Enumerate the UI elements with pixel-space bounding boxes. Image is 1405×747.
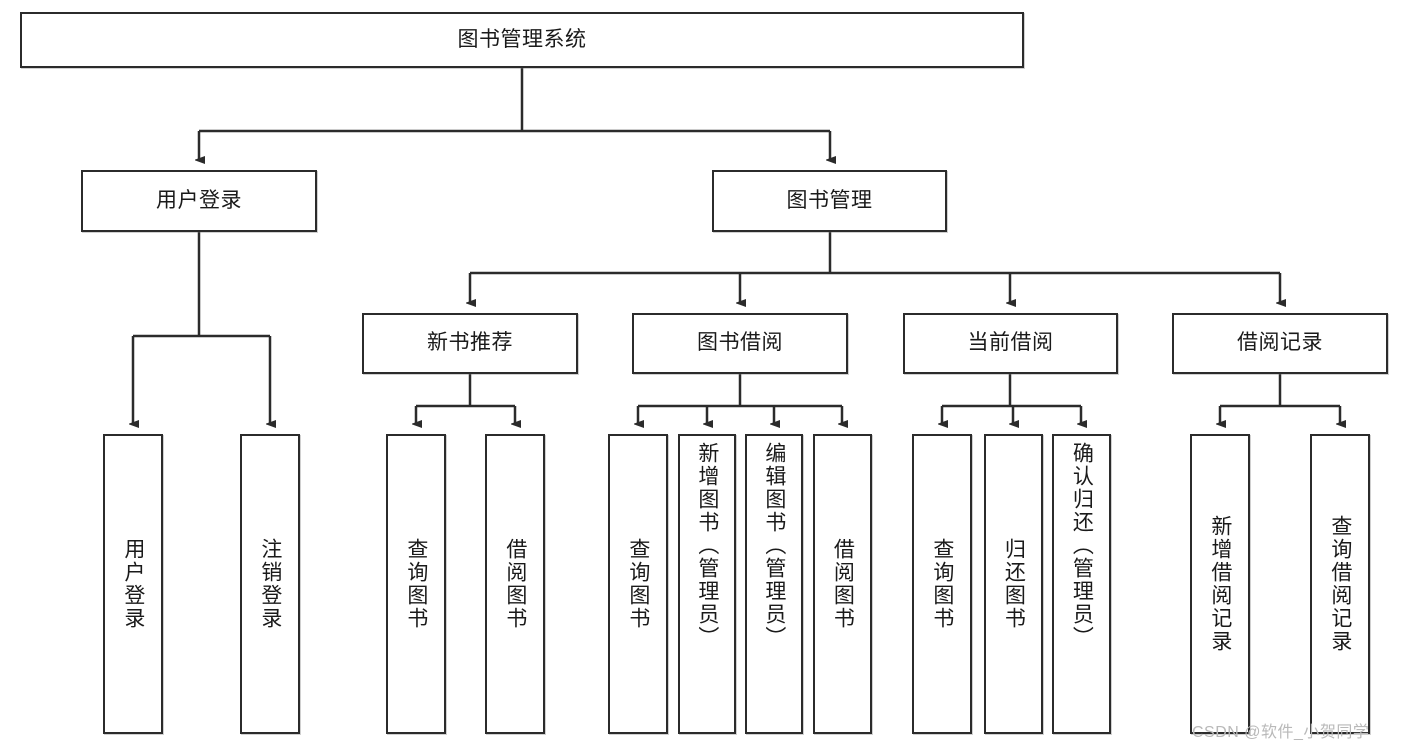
leaf-borrow-book-recommend-label: 借阅图书 xyxy=(503,538,527,630)
leaf-confirm-return-admin[interactable]: 确认归还（管理员） xyxy=(1052,434,1111,734)
leaf-logout-label: 注销登录 xyxy=(258,538,282,630)
leaf-query-book-current-label: 查询图书 xyxy=(930,538,954,630)
node-book-borrow[interactable]: 图书借阅 xyxy=(632,313,848,374)
node-borrow-record-label: 借阅记录 xyxy=(1237,331,1323,355)
node-user-login-label: 用户登录 xyxy=(156,188,242,212)
leaf-borrow-book[interactable]: 借阅图书 xyxy=(813,434,872,734)
leaf-edit-book-admin-label: 编辑图书（管理员） xyxy=(762,442,786,649)
leaf-query-book-current[interactable]: 查询图书 xyxy=(912,434,972,734)
leaf-user-login-label: 用户登录 xyxy=(121,538,145,630)
leaf-confirm-return-admin-label: 确认归还（管理员） xyxy=(1070,442,1094,649)
node-book-borrow-label: 图书借阅 xyxy=(697,331,783,355)
node-new-book-recommend[interactable]: 新书推荐 xyxy=(362,313,578,374)
leaf-query-borrow-record-label: 查询借阅记录 xyxy=(1328,515,1352,653)
watermark: CSDN @软件_小贺同学 xyxy=(1192,724,1370,741)
leaf-query-borrow-record[interactable]: 查询借阅记录 xyxy=(1310,434,1370,734)
leaf-query-book-label: 查询图书 xyxy=(626,538,650,630)
leaf-add-borrow-record-label: 新增借阅记录 xyxy=(1208,515,1232,653)
leaf-logout[interactable]: 注销登录 xyxy=(240,434,300,734)
node-book-management-label: 图书管理 xyxy=(786,188,873,212)
node-user-login[interactable]: 用户登录 xyxy=(81,170,317,232)
node-root-label: 图书管理系统 xyxy=(457,27,587,51)
leaf-query-book[interactable]: 查询图书 xyxy=(608,434,668,734)
leaf-borrow-book-label: 借阅图书 xyxy=(831,538,855,630)
leaf-add-borrow-record[interactable]: 新增借阅记录 xyxy=(1190,434,1250,734)
leaf-query-book-recommend-label: 查询图书 xyxy=(404,538,428,630)
leaf-user-login[interactable]: 用户登录 xyxy=(103,434,163,734)
leaf-return-book[interactable]: 归还图书 xyxy=(984,434,1043,734)
leaf-borrow-book-recommend[interactable]: 借阅图书 xyxy=(485,434,545,734)
node-book-management[interactable]: 图书管理 xyxy=(712,170,947,232)
node-current-borrow-label: 当前借阅 xyxy=(967,331,1054,355)
node-current-borrow[interactable]: 当前借阅 xyxy=(903,313,1118,374)
node-root[interactable]: 图书管理系统 xyxy=(20,12,1024,68)
node-new-book-recommend-label: 新书推荐 xyxy=(427,331,513,355)
leaf-add-book-admin[interactable]: 新增图书（管理员） xyxy=(678,434,736,734)
leaf-edit-book-admin[interactable]: 编辑图书（管理员） xyxy=(745,434,803,734)
leaf-return-book-label: 归还图书 xyxy=(1002,538,1026,630)
leaf-query-book-recommend[interactable]: 查询图书 xyxy=(386,434,446,734)
leaf-add-book-admin-label: 新增图书（管理员） xyxy=(695,442,719,649)
node-borrow-record[interactable]: 借阅记录 xyxy=(1172,313,1388,374)
